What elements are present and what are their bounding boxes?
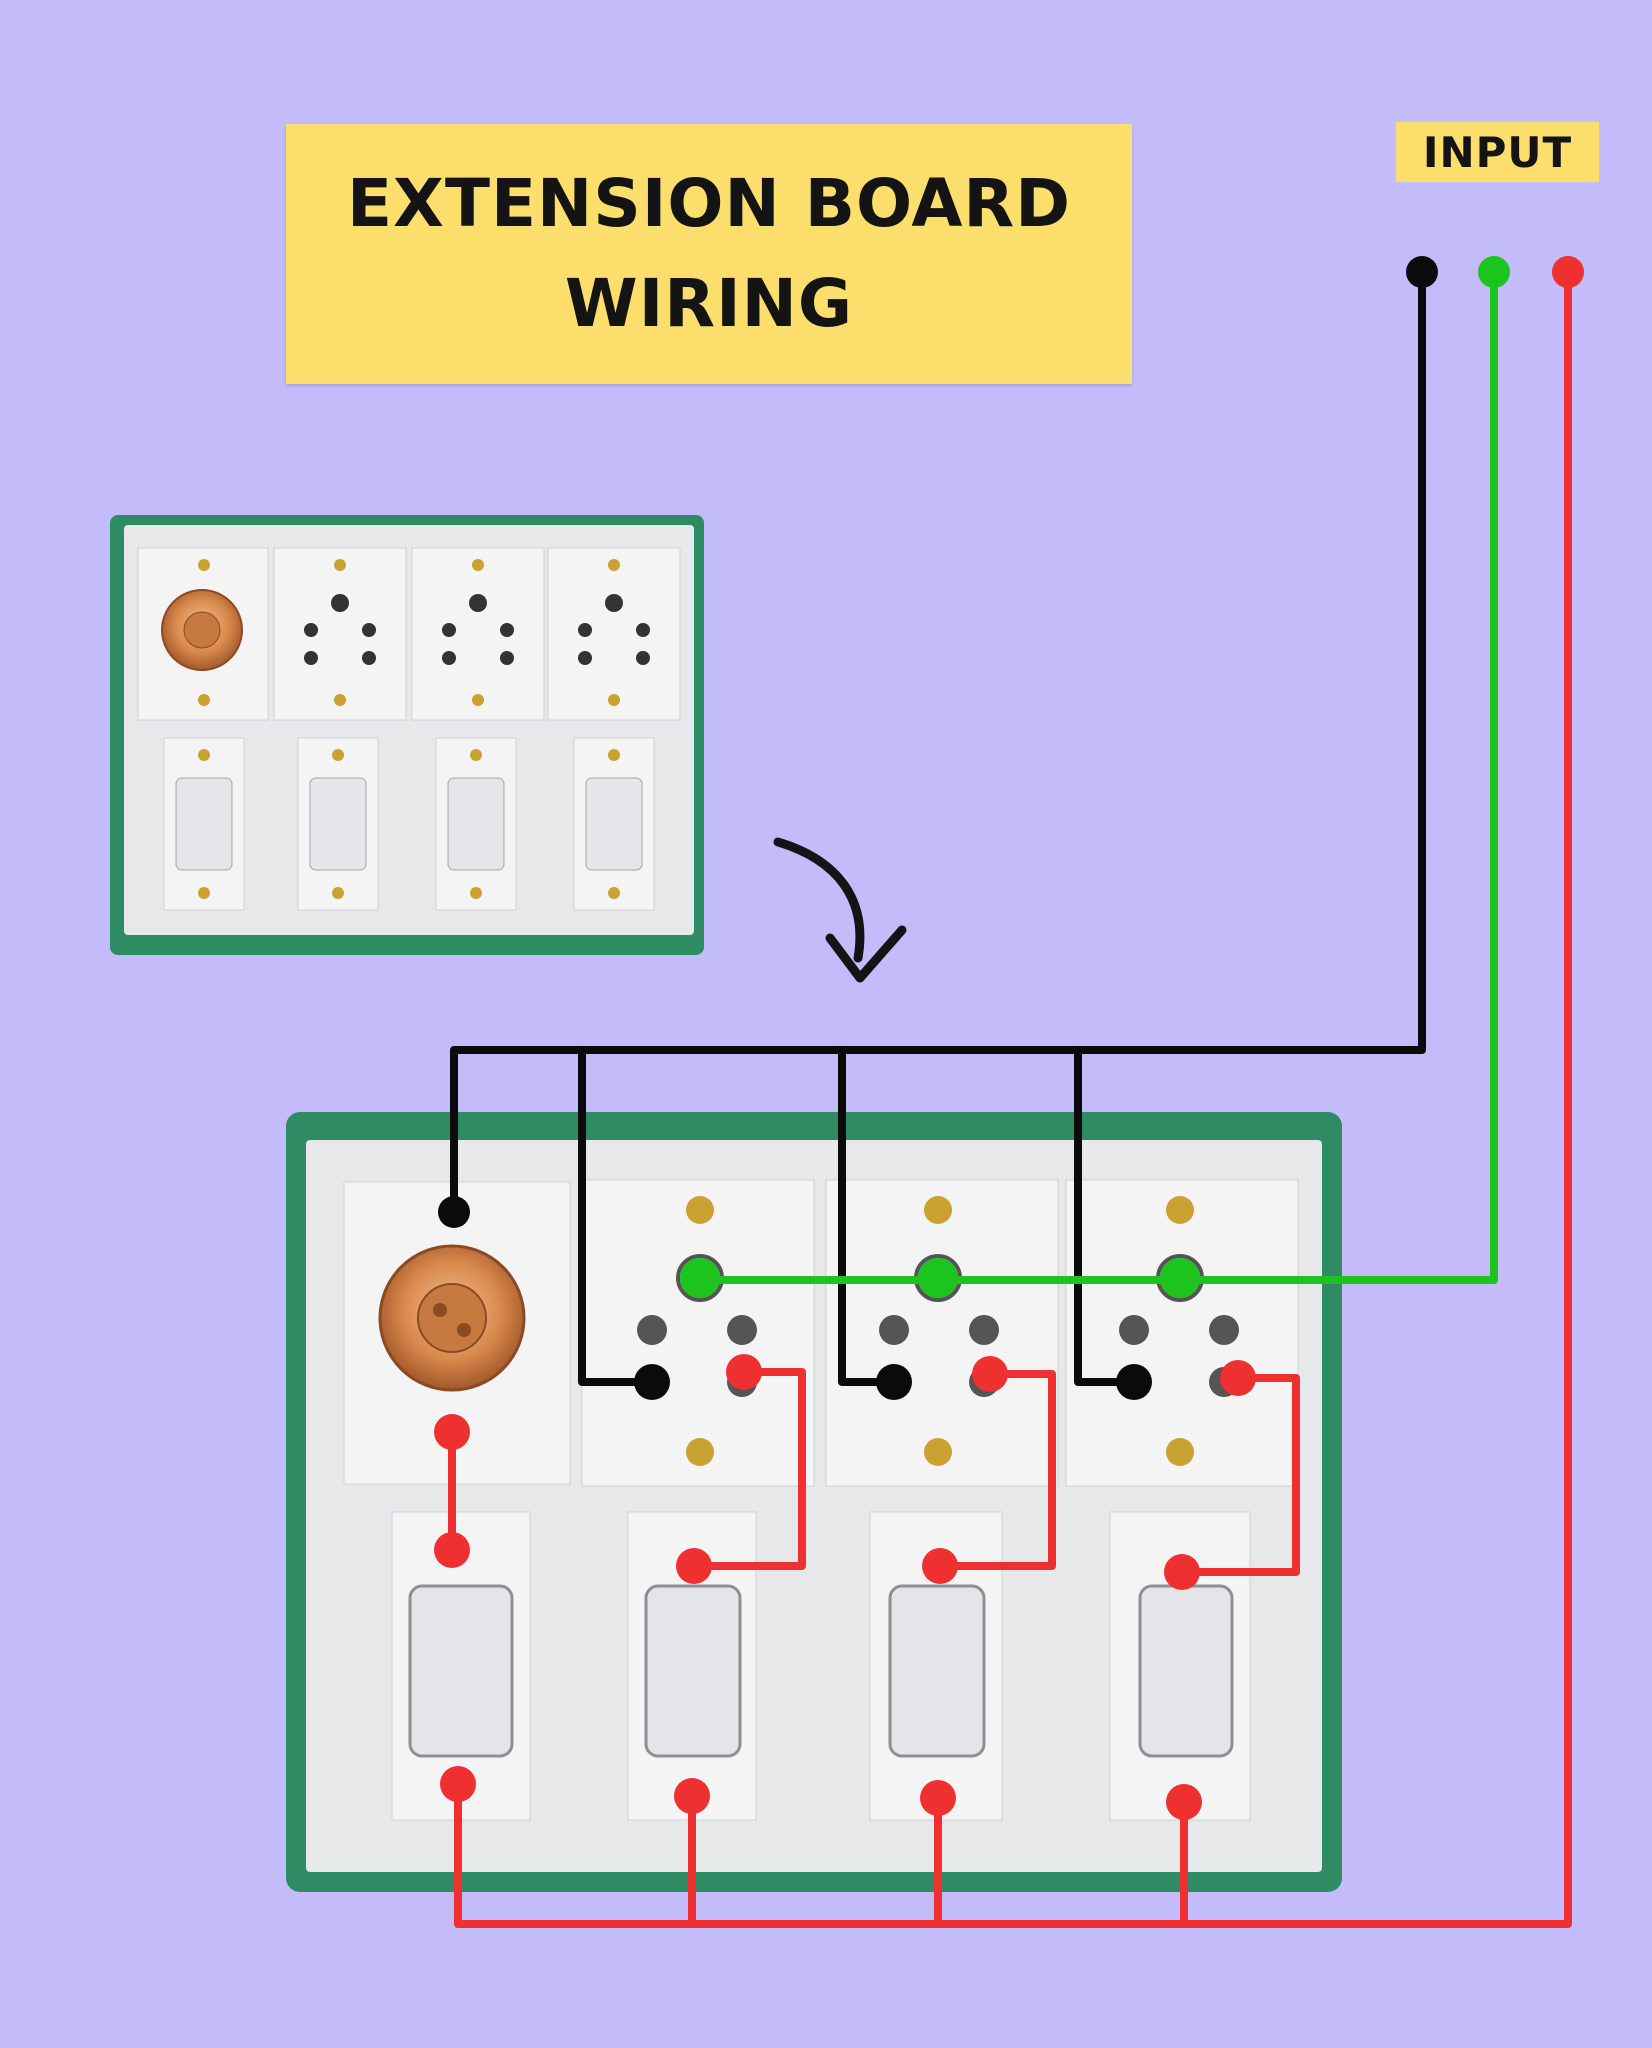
socket-module-1	[581, 1179, 815, 1487]
switch-1	[391, 1511, 531, 1821]
title-box: EXTENSION BOARD WIRING	[286, 124, 1132, 384]
reference-socket-module-3	[547, 547, 681, 721]
input-phase-terminal	[1552, 256, 1584, 288]
reference-socket-module-1	[273, 547, 407, 721]
input-earth-terminal	[1478, 256, 1510, 288]
curved-arrow-down-right-icon	[773, 837, 907, 983]
reference-board	[110, 515, 704, 955]
neutral-terminals	[438, 256, 1438, 1400]
earth-wire	[700, 272, 1498, 1284]
socket-module-2	[825, 1179, 1059, 1487]
reference-switch-row	[163, 737, 655, 911]
earth-terminals	[680, 256, 1510, 1298]
reference-socket-module-2	[411, 547, 545, 721]
title-line-2: WIRING	[564, 265, 854, 342]
title-line-1: EXTENSION BOARD	[346, 165, 1072, 242]
phase-terminals	[434, 256, 1584, 1820]
input-neutral-terminal	[1406, 256, 1438, 288]
phase-wire	[448, 272, 1572, 1928]
socket-module-3	[1065, 1179, 1299, 1487]
input-label: INPUT	[1396, 122, 1599, 182]
